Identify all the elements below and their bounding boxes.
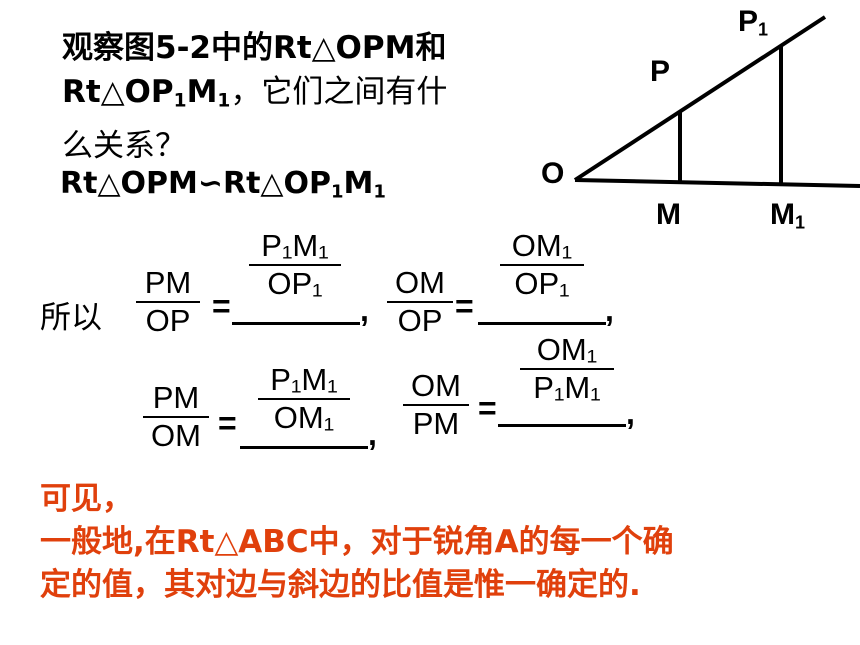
hypotenuse-line <box>573 15 827 182</box>
conclusion-line-3: 定的值，其对边与斜边的比值是惟一确定的. <box>40 567 641 603</box>
answer-blank <box>478 322 606 325</box>
answer-blank <box>498 424 626 427</box>
conclusion-line-1: 可见， <box>40 481 133 517</box>
equals-sign: = <box>455 288 474 324</box>
conclusion-line-2: 一般地,在Rt△ABC中，对于锐角A的每一个确 <box>40 524 674 560</box>
comma: , <box>360 292 369 328</box>
equals-sign: = <box>218 405 237 441</box>
base-line <box>574 178 860 188</box>
therefore-label: 所以 <box>40 300 102 336</box>
answer-blank <box>240 446 368 449</box>
label-M1: M1 <box>770 198 806 233</box>
label-O: O <box>541 157 565 190</box>
label-P: P <box>650 55 671 88</box>
answer-blank <box>232 322 360 325</box>
equals-sign: = <box>212 288 231 324</box>
comma: , <box>626 395 635 431</box>
question-line-3: 么关系？ <box>62 127 186 164</box>
equals-sign: = <box>478 390 497 426</box>
label-P1: P1 <box>738 5 769 40</box>
question-line-2: Rt△OP1M1，它们之间有什 <box>62 74 448 112</box>
label-M: M <box>656 198 681 231</box>
similarity-statement: Rt△OPM∽Rt△OP1M1 <box>60 166 386 203</box>
comma: , <box>605 292 614 328</box>
triangle-figure <box>573 15 860 188</box>
question-line-1: 观察图5-2中的Rt△OPM和 <box>62 30 447 66</box>
question-text: 观察图5-2中的Rt△OPM和 Rt△OP1M1，它们之间有什 么关系？ <box>62 26 532 168</box>
conclusion-text: 可见， 一般地,在Rt△ABC中，对于锐角A的每一个确 定的值，其对边与斜边的比… <box>40 478 840 607</box>
comma: , <box>368 416 377 452</box>
